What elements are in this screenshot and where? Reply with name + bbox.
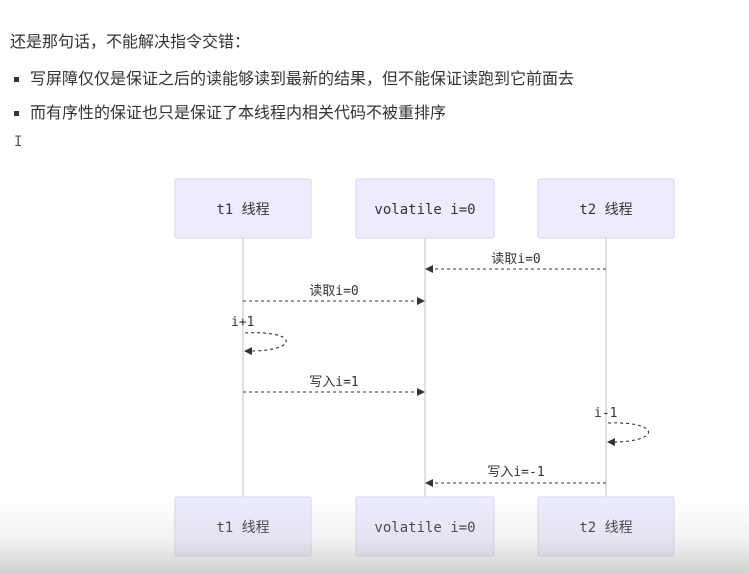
intro-text: 还是那句话，不能解决指令交错： <box>10 32 251 51</box>
text-cursor-icon: I <box>14 134 23 150</box>
actor-box-t2-top: t2 线程 <box>537 178 675 239</box>
bullet-list: 写屏障仅仅是保证之后的读能够读到最新的结果，但不能保证读跑到它前面去 而有序性的… <box>14 62 574 130</box>
bullet-item: 写屏障仅仅是保证之后的读能够读到最新的结果，但不能保证读跑到它前面去 <box>14 62 574 96</box>
message-label: 读取i=0 <box>491 252 540 267</box>
bullet-icon <box>14 77 19 82</box>
actor-label-t2: t2 线程 <box>579 520 632 536</box>
actor-label-t2: t2 线程 <box>579 202 632 218</box>
actor-box-volatile-bottom: volatile i=0 <box>355 496 495 557</box>
self-message-label: i-1 <box>594 406 617 421</box>
actor-label-t1: t1 线程 <box>216 520 269 536</box>
message-label: 写入i=-1 <box>487 465 544 480</box>
bullet-text: 而有序性的保证也只是保证了本线程内相关代码不被重排序 <box>30 103 447 122</box>
actor-label-volatile: volatile i=0 <box>374 202 475 218</box>
self-message-arrow <box>244 332 287 356</box>
actor-label-volatile: volatile i=0 <box>374 520 475 536</box>
actor-box-t1-top: t1 线程 <box>174 178 312 239</box>
actor-box-volatile-top: volatile i=0 <box>355 178 495 239</box>
actor-box-t1-bottom: t1 线程 <box>174 496 312 557</box>
bullet-item: 而有序性的保证也只是保证了本线程内相关代码不被重排序 <box>14 96 574 130</box>
bullet-text: 写屏障仅仅是保证之后的读能够读到最新的结果，但不能保证读跑到它前面去 <box>30 69 575 88</box>
message-label: 读取i=0 <box>309 284 358 299</box>
bullet-icon <box>14 111 19 116</box>
self-message-arrow <box>607 422 650 447</box>
message-label: 写入i=1 <box>309 375 358 390</box>
actor-label-t1: t1 线程 <box>216 202 269 218</box>
self-message-label: i+1 <box>231 315 254 330</box>
actor-box-t2-bottom: t2 线程 <box>537 496 675 557</box>
